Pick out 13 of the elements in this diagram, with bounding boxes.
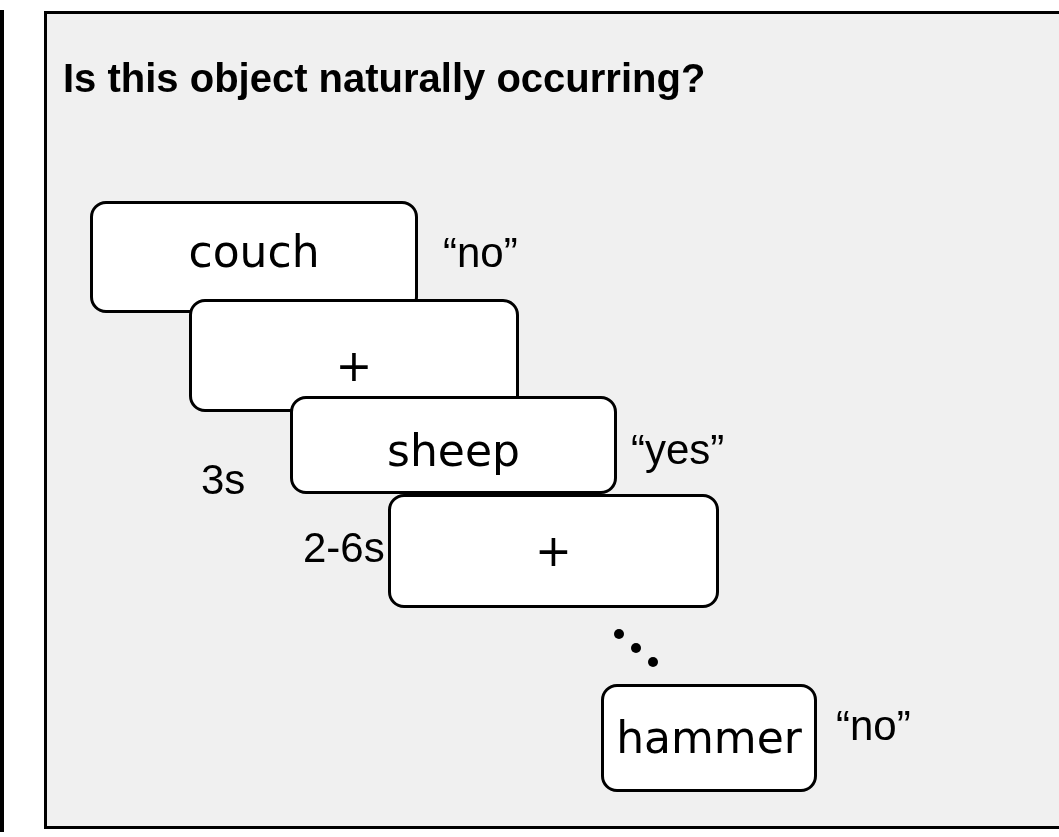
- duration-label: 3s: [201, 459, 246, 501]
- stimulus-word: hammer: [616, 716, 802, 760]
- response-label: “no”: [836, 705, 911, 747]
- response-label: “yes”: [631, 429, 725, 471]
- task-panel: [44, 11, 1059, 829]
- response-label: “no”: [443, 232, 518, 274]
- duration-label: 2-6s: [303, 527, 385, 569]
- panel-title: Is this object naturally occurring?: [63, 56, 706, 101]
- stimulus-word: sheep: [387, 429, 520, 473]
- stimulus-word: +: [535, 529, 572, 573]
- stimulus-word: +: [335, 344, 373, 388]
- stimulus-word: couch: [188, 230, 320, 274]
- stimulus-card: [189, 299, 519, 412]
